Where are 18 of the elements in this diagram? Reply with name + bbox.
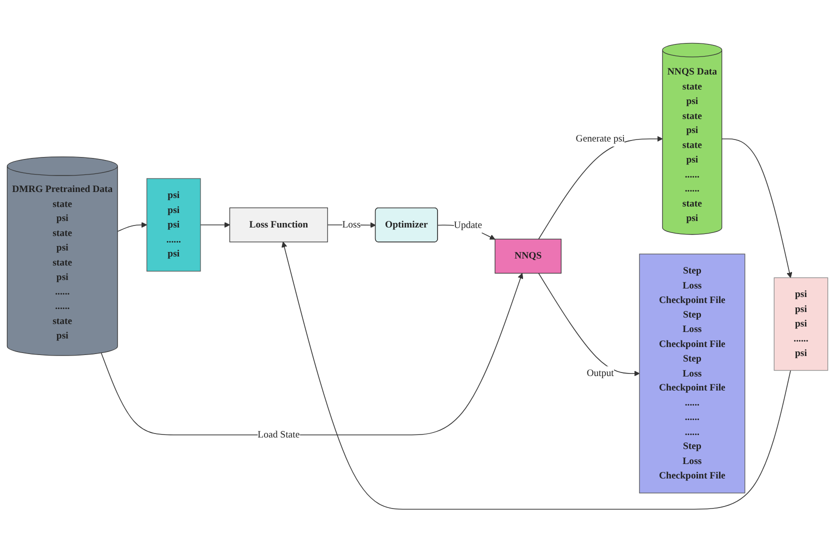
arrow bbox=[282, 242, 791, 510]
edge-label: Output bbox=[586, 368, 614, 379]
node-box bbox=[639, 254, 746, 494]
node-box bbox=[146, 178, 201, 272]
arrow bbox=[100, 273, 524, 436]
flowchart-diagram: Loss Update Load State Generate psi Output psi psi psi ...... psi Loss Function psi psi psi ...... psi Optimizer DMRG Pretrained Data state psi state psi state psi ...... ...... state psi NNQS NNQS Data state psi state psi state psi ...... ...... state psi Step Loss Checkpoint File Step Loss Checkpoint File Step Loss Checkpoint File ...... ...... ...... Step Loss Checkpoint File bbox=[2, 38, 833, 515]
node-box bbox=[774, 278, 828, 371]
arrow bbox=[538, 273, 640, 377]
arrow bbox=[721, 138, 792, 278]
edge-label: Loss bbox=[342, 220, 361, 230]
node-box bbox=[229, 208, 328, 243]
node-box bbox=[494, 239, 562, 274]
arrow bbox=[200, 222, 230, 228]
arrow bbox=[538, 136, 663, 240]
edge-label: Update bbox=[454, 220, 482, 232]
arrow bbox=[117, 222, 148, 232]
edge-label: Load State bbox=[258, 430, 300, 440]
edge-label: Generate psi bbox=[576, 134, 625, 144]
